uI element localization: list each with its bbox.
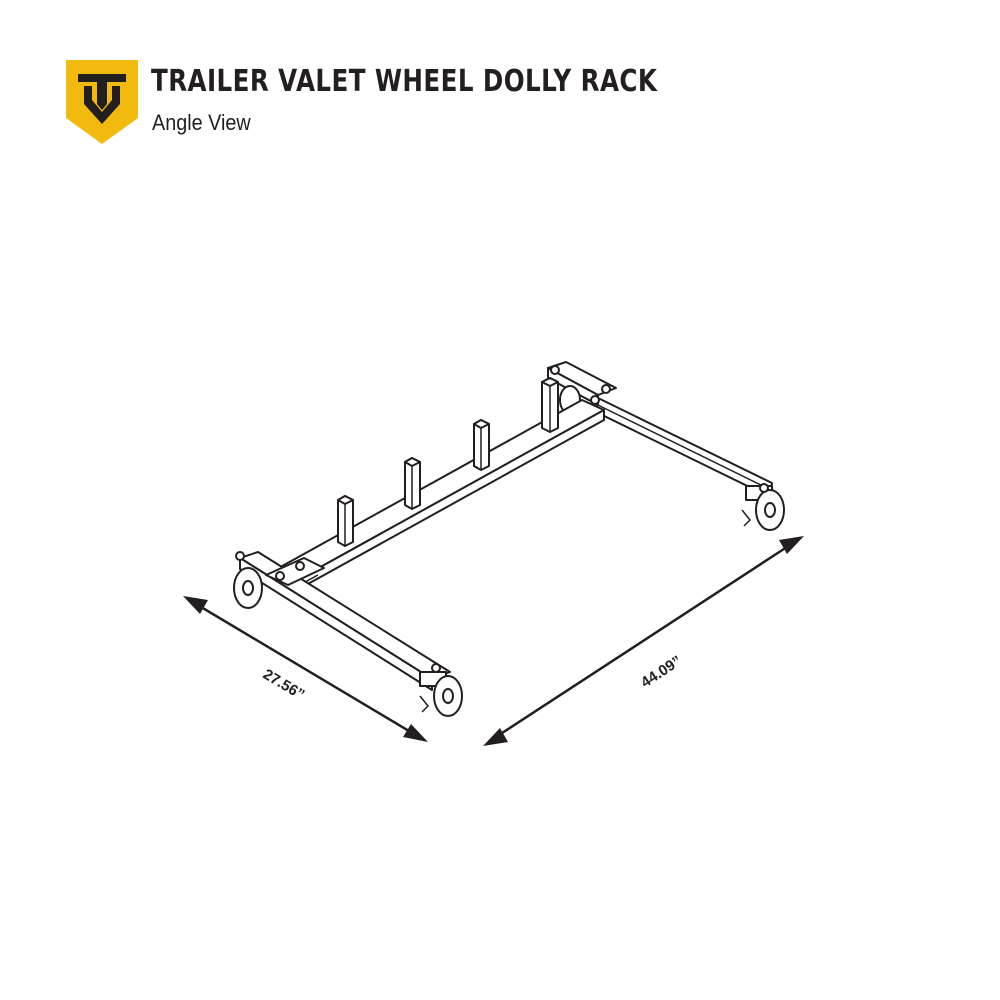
right-side-bar — [595, 397, 785, 531]
page-subtitle: Angle View — [152, 110, 251, 135]
caster-right-front — [741, 485, 785, 531]
length-label: 44.09” — [638, 652, 685, 691]
width-dimension: 27.56” — [183, 596, 428, 742]
peg-2 — [404, 457, 421, 510]
length-dimension: 44.09” — [483, 536, 804, 746]
left-corner-bracket — [265, 557, 325, 586]
width-label: 27.56” — [260, 666, 307, 704]
caster-left-front — [419, 671, 463, 717]
peg-1 — [337, 495, 354, 547]
caster-left-back — [233, 567, 263, 609]
tv-mark-icon — [78, 74, 126, 124]
trailer-valet-logo — [66, 60, 138, 144]
page-title: TRAILER VALET WHEEL DOLLY RACK — [151, 64, 658, 99]
peg-3 — [473, 419, 490, 471]
end-post — [541, 377, 559, 433]
